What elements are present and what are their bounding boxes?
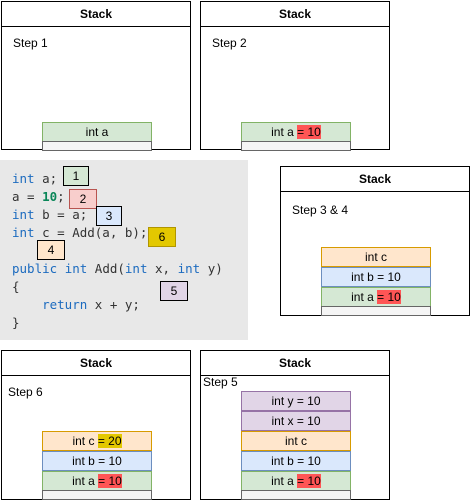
- value-highlight: = 10: [98, 474, 122, 488]
- stack-panel-title: Stack: [201, 351, 389, 376]
- code-line-7: return x + y;: [42, 297, 140, 312]
- code-line-1: int a;: [12, 171, 58, 186]
- stack-panel-title: Stack: [281, 167, 469, 192]
- stack-cell-int-b: int b = 10: [42, 451, 152, 471]
- stack-cell-int-a: int a = 10: [42, 471, 152, 491]
- stack-panel-step-1: Stack Step 1 int a: [1, 1, 191, 151]
- stack-base: [241, 141, 351, 151]
- stack-base: [241, 490, 351, 500]
- stack-cell-int-b: int b = 10: [241, 451, 351, 471]
- stack-cell-int-a: int a = 10: [241, 471, 351, 491]
- step-badge-2: 2: [69, 189, 97, 209]
- stack-cell-int-c: int c: [321, 247, 431, 267]
- stack-panel-step-6: Stack Step 6 int c = 20 int b = 10 int a…: [1, 350, 191, 500]
- step-label: Step 1: [13, 36, 48, 50]
- value-highlight: = 20: [97, 434, 122, 448]
- step-badge-1: 1: [63, 166, 89, 186]
- stack-cell-int-b: int b = 10: [321, 267, 431, 287]
- stack-base: [42, 141, 152, 151]
- stack-base: [42, 490, 152, 500]
- code-line-3: int b = a;: [12, 207, 88, 222]
- stack-panel-step-2: Stack Step 2 int a = 10: [200, 1, 390, 151]
- stack-panel-step-5: Stack Step 5 int y = 10 int x = 10 int c…: [200, 350, 390, 500]
- stack-cell-int-a: int a = 10: [241, 122, 351, 142]
- stack-cell-int-x: int x = 10: [241, 411, 351, 431]
- code-line-2: a = 10;: [12, 189, 65, 204]
- stack-panel-title: Stack: [2, 351, 190, 376]
- code-line-5: public int Add(int x, int y): [12, 261, 223, 276]
- step-badge-5: 5: [160, 281, 188, 301]
- code-line-6: {: [12, 279, 20, 294]
- step-badge-4: 4: [37, 240, 65, 260]
- step-badge-6: 6: [148, 227, 176, 247]
- step-badge-3: 3: [96, 206, 122, 226]
- stack-panel-title: Stack: [201, 2, 389, 27]
- stack-cell-int-y: int y = 10: [241, 391, 351, 411]
- stack-cell-int-a: int a = 10: [321, 287, 431, 307]
- stack-cell-int-c: int c: [241, 431, 351, 451]
- code-line-4: int c = Add(a, b);: [12, 225, 148, 240]
- value-highlight: = 10: [377, 290, 401, 304]
- stack-panel-title: Stack: [2, 2, 190, 27]
- step-label: Step 6: [8, 385, 43, 399]
- step-label: Step 5: [203, 375, 238, 389]
- stack-base: [321, 306, 431, 316]
- step-label: Step 2: [212, 36, 247, 50]
- stack-panel-step-3-4: Stack Step 3 & 4 int c int b = 10 int a …: [280, 166, 470, 316]
- stack-cell-int-a: int a: [42, 122, 152, 142]
- value-highlight: = 10: [297, 474, 321, 488]
- step-label: Step 3 & 4: [292, 203, 349, 217]
- stack-cell-int-c: int c = 20: [42, 431, 152, 451]
- value-highlight: = 10: [297, 125, 321, 139]
- code-panel: int a; a = 10; int b = a; int c = Add(a,…: [0, 160, 248, 340]
- code-line-8: }: [12, 315, 20, 330]
